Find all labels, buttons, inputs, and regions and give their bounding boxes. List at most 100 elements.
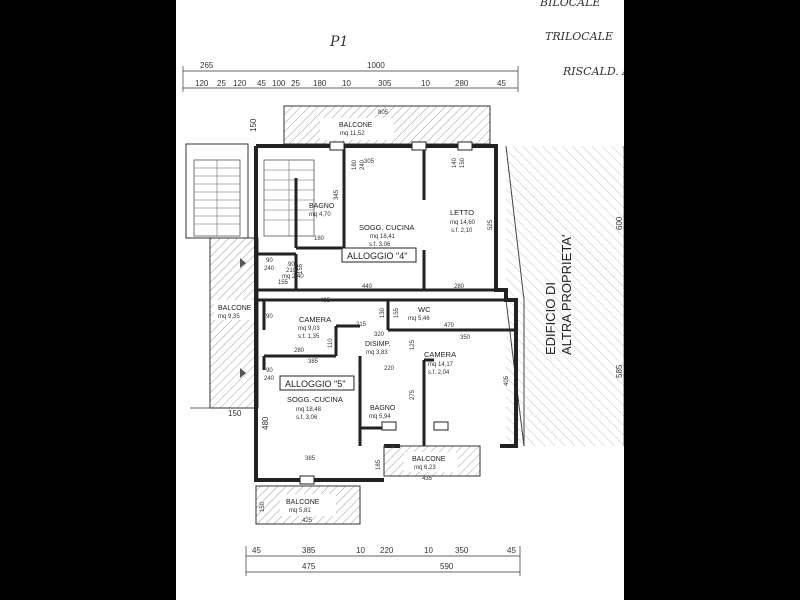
camera5b-name: CAMERA	[424, 350, 456, 359]
dim-280-a: 280	[454, 284, 465, 290]
balcone-bl-name: BALCONE	[286, 499, 320, 506]
dim-left-150-top: 150	[249, 118, 258, 132]
dim-180: 180	[314, 236, 325, 242]
balcone-top-width: 805	[378, 110, 389, 116]
cucina4-name: SOGG. CUCINA	[359, 223, 414, 232]
balcone-top-label-bg	[320, 118, 394, 140]
dim-140: 140	[452, 157, 458, 168]
dim-bottom-row1: 45 385 10 220 10 350 45	[252, 546, 516, 555]
balcone-bl-area: mq 5,81	[289, 508, 311, 514]
dim-top-280: 280	[455, 79, 469, 88]
dim-b-220: 220	[380, 546, 394, 555]
dim-top-265: 265	[200, 61, 214, 70]
dim-b-45a: 45	[252, 546, 261, 555]
dim-top-25a: 25	[217, 79, 226, 88]
dim-280-b: 280	[294, 348, 305, 354]
balcone-left-label-bg	[214, 300, 254, 320]
alloggio4-label: ALLOGGIO "4"	[347, 251, 407, 261]
dim-top-120b: 120	[233, 79, 247, 88]
bagno4-area: mq 4,70	[309, 212, 331, 218]
dim-left-480: 480	[261, 416, 270, 430]
edificio-label-line1: EDIFICIO DI	[543, 282, 558, 355]
entry-arrow-upper-icon	[240, 258, 246, 268]
floor-plan: BILOCALE TRILOCALE RISCALD. A P1 265 100…	[182, 0, 624, 576]
dim-left-150-bottom: 150	[228, 409, 242, 418]
dim-350: 350	[460, 335, 471, 341]
alloggio4-walls	[256, 146, 496, 292]
note-bilocale: BILOCALE	[539, 0, 600, 9]
landing-area: mq 2,40	[282, 274, 304, 280]
bagno5-name: BAGNO	[370, 405, 396, 412]
dim-275: 275	[410, 389, 416, 400]
dim-top-25b: 25	[291, 79, 300, 88]
dim-525: 525	[488, 219, 494, 230]
dim-220: 220	[384, 366, 395, 372]
dim-210: 210	[286, 268, 297, 274]
sheet-label: P1	[329, 34, 348, 50]
dim-top-10b: 10	[421, 79, 430, 88]
camera5a-area: mq 9,03	[298, 326, 320, 332]
note-riscald: RISCALD. A	[562, 65, 624, 78]
balcone-top-name: BALCONE	[339, 122, 373, 129]
balcone-bl-label-bg	[280, 494, 336, 516]
dim-90-b: 90	[266, 314, 273, 320]
bottom-dimension-lines	[245, 546, 521, 576]
outer-walls	[254, 144, 518, 482]
top-dimension-lines	[182, 66, 519, 92]
alloggio5-label: ALLOGGIO "5"	[285, 379, 345, 389]
balcone-br-label-bg	[404, 452, 458, 472]
neighbour-boundary-diagonal-a	[505, 145, 525, 301]
dim-b-350: 350	[455, 546, 469, 555]
dim-240-c: 240	[360, 159, 366, 170]
alloggio5-walls	[256, 298, 516, 446]
camera5b-area: mq 14,17	[428, 362, 454, 368]
dim-470: 470	[444, 323, 455, 329]
dim-495: 495	[320, 298, 331, 304]
letto-name: LETTO	[450, 208, 474, 217]
dim-155-b: 155	[278, 280, 289, 286]
balcone-br-area: mq 6,23	[414, 465, 436, 471]
dim-120b: 155	[394, 307, 400, 318]
edificio-label-line2: ALTRA PROPRIETA'	[559, 235, 574, 355]
plan-sheet: BILOCALE TRILOCALE RISCALD. A P1 265 100…	[176, 0, 624, 600]
balcone-left-area: mq 9,35	[218, 314, 240, 320]
dim-b-10a: 10	[356, 546, 365, 555]
dim-right-600: 600	[615, 216, 624, 230]
dim-125: 125	[410, 339, 416, 350]
dim-155-a: 155	[298, 263, 304, 274]
dim-345: 345	[334, 189, 340, 200]
wc-area: mq 5,46	[408, 316, 430, 322]
balcone-bl-width: 425	[302, 518, 313, 524]
dim-385-b: 385	[305, 456, 316, 462]
camera5a-sf: s.f. 1,35	[298, 334, 320, 340]
balcone-left	[209, 237, 259, 409]
dim-90-c: 90	[266, 368, 273, 374]
wc-name: WC	[418, 305, 431, 314]
dim-b-10b: 10	[424, 546, 433, 555]
dim-305: 305	[364, 159, 375, 165]
balcone-br-name: BALCONE	[412, 456, 446, 463]
dim-top-1000: 1000	[367, 61, 385, 70]
cucina5-sf: s.f. 3,06	[296, 415, 318, 421]
dim-top-305: 305	[378, 79, 392, 88]
dim-right-585: 585	[615, 364, 624, 378]
dim-320: 320	[374, 332, 385, 338]
letto-sf: s.f. 2,10	[451, 228, 473, 234]
dim-185: 185	[376, 459, 382, 470]
dim-top-180: 180	[313, 79, 327, 88]
disimp-name: DISIMP.	[365, 341, 390, 348]
bagno5-area: mq 5,94	[369, 414, 391, 420]
dim-top-row: 120 25 120 45 100 25 180 10 305 10 280 4…	[195, 79, 506, 88]
dim-240-b: 240	[264, 376, 275, 382]
dim-90-a: 90	[266, 258, 273, 264]
dim-150-c: 150	[260, 501, 266, 512]
note-trilocale: TRILOCALE	[545, 30, 613, 43]
dim-b-590: 590	[440, 562, 454, 571]
dim-110: 110	[328, 338, 334, 348]
dim-b-475: 475	[302, 562, 316, 571]
camera5b-sf: s.f. 2,04	[428, 370, 450, 376]
neighbour-building-area	[506, 146, 624, 446]
entry-arrow-lower-icon	[240, 368, 246, 378]
balcone-left-name: BALCONE	[218, 305, 252, 312]
dim-b-385: 385	[302, 546, 316, 555]
